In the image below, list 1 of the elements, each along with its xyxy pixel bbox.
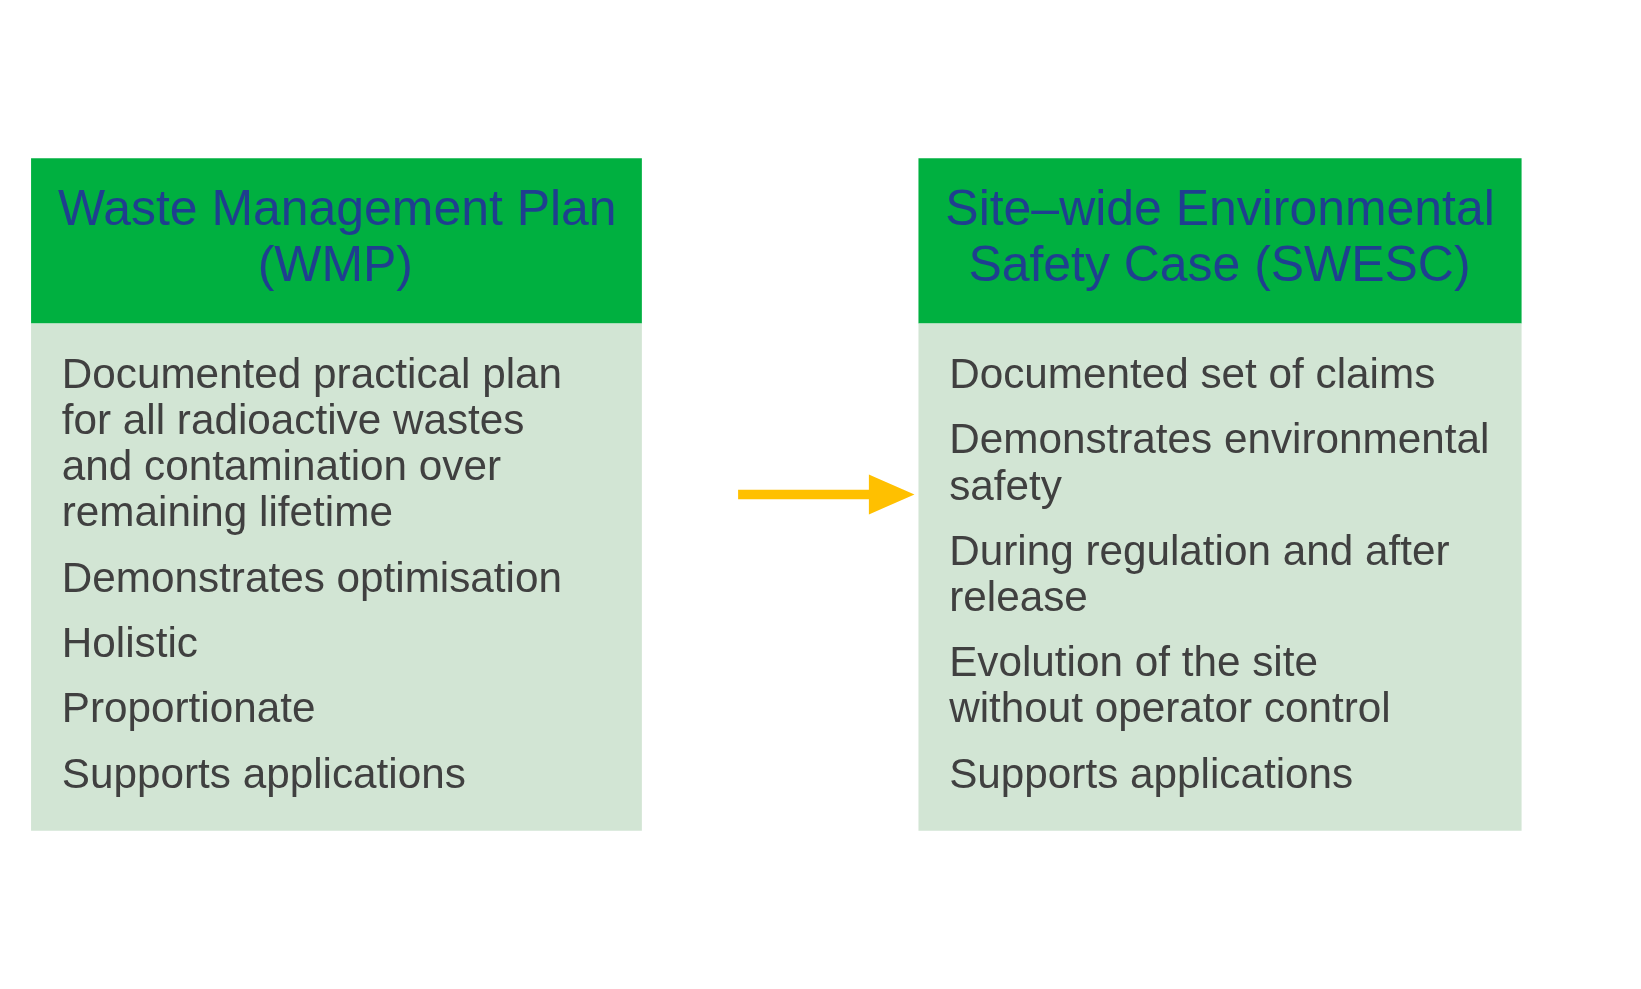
arrow	[738, 474, 915, 515]
